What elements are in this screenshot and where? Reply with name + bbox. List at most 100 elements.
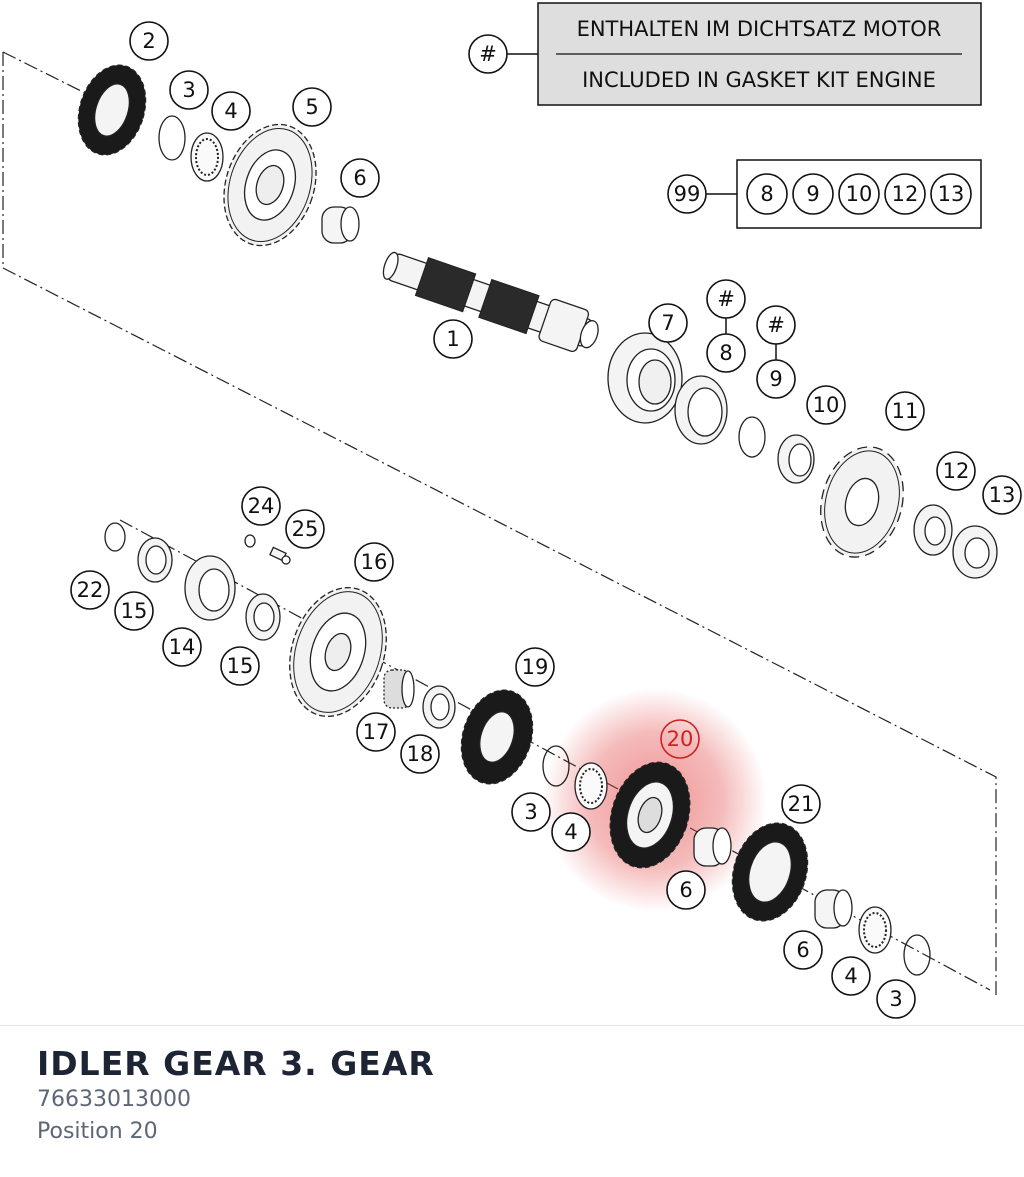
legend-text-en: INCLUDED IN GASKET KIT ENGINE — [582, 68, 936, 92]
svg-text:16: 16 — [361, 550, 388, 574]
part-21-gear[interactable] — [720, 813, 819, 930]
callout-22[interactable]: 22 — [70, 570, 110, 610]
callout-25[interactable]: 25 — [285, 509, 325, 549]
part-15-washer-b[interactable] — [245, 593, 281, 641]
svg-text:3: 3 — [182, 78, 195, 102]
part-25-screw[interactable] — [269, 546, 291, 565]
svg-text:7: 7 — [661, 311, 674, 335]
svg-text:19: 19 — [522, 655, 549, 679]
callout-4[interactable]: 4 — [551, 812, 591, 852]
svg-text:12: 12 — [892, 182, 919, 206]
callout-6[interactable]: 6 — [666, 870, 706, 910]
callout-7[interactable]: 7 — [648, 303, 688, 343]
svg-text:15: 15 — [227, 654, 254, 678]
callout-3[interactable]: 3 — [876, 979, 916, 1019]
svg-text:#: # — [767, 313, 785, 337]
svg-text:13: 13 — [989, 483, 1016, 507]
part-7-ball-bearing[interactable] — [607, 332, 683, 424]
callout-12[interactable]: 12 — [936, 451, 976, 491]
svg-text:10: 10 — [846, 182, 873, 206]
part-1-main-shaft[interactable] — [378, 243, 604, 358]
part-13-collar-nut[interactable] — [952, 525, 998, 579]
svg-text:4: 4 — [564, 820, 577, 844]
callout-9[interactable]: 9 — [756, 359, 796, 399]
callout-8-hash[interactable]: # — [706, 279, 746, 319]
part-12-lock-washer[interactable] — [913, 504, 953, 556]
callout-9-hash[interactable]: # — [756, 305, 796, 345]
svg-text:3: 3 — [889, 987, 902, 1011]
kit-item-callout[interactable]: 12 — [884, 173, 926, 215]
part-8-shaft-seal[interactable] — [674, 375, 728, 445]
callout-8[interactable]: 8 — [706, 333, 746, 373]
part-11-sprocket[interactable] — [809, 438, 915, 567]
callout-21[interactable]: 21 — [781, 784, 821, 824]
svg-text:6: 6 — [679, 878, 692, 902]
callout-6[interactable]: 6 — [340, 158, 380, 198]
part-4-needle-bearing[interactable] — [190, 132, 224, 182]
svg-text:99: 99 — [674, 182, 701, 206]
callout-18[interactable]: 18 — [400, 734, 440, 774]
callout-15[interactable]: 15 — [114, 591, 154, 631]
callout-4[interactable]: 4 — [831, 956, 871, 996]
part-name: IDLER GEAR 3. GEAR — [37, 1044, 435, 1083]
callout-16[interactable]: 16 — [354, 542, 394, 582]
callout-3[interactable]: 3 — [511, 792, 551, 832]
callout-10[interactable]: 10 — [806, 385, 846, 425]
part-6-bushing[interactable] — [321, 206, 360, 244]
callout-13[interactable]: 13 — [982, 475, 1022, 515]
part-2-gear[interactable] — [67, 56, 156, 163]
svg-text:15: 15 — [121, 599, 148, 623]
callout-17[interactable]: 17 — [356, 712, 396, 752]
callout-1[interactable]: 1 — [433, 319, 473, 359]
svg-text:25: 25 — [292, 517, 319, 541]
part-5-gear[interactable] — [209, 112, 331, 257]
part-15-washer-a[interactable] — [137, 537, 173, 583]
legend-text-de: ENTHALTEN IM DICHTSATZ MOTOR — [577, 17, 942, 41]
exploded-view-diagram: # ENTHALTEN IM DICHTSATZ MOTOR INCLUDED … — [2, 2, 1022, 1019]
svg-text:6: 6 — [353, 166, 366, 190]
legend-hash-callout: # — [468, 34, 508, 74]
svg-text:20: 20 — [667, 727, 694, 751]
callout-14[interactable]: 14 — [162, 627, 202, 667]
part-22-circlip[interactable] — [104, 522, 126, 552]
kit-item-callout[interactable]: 10 — [838, 173, 880, 215]
kit-99-legend: 99 8 9 10 12 13 — [667, 159, 982, 229]
callout-19[interactable]: 19 — [515, 647, 555, 687]
part-4-needle-bearing-c[interactable] — [858, 906, 892, 954]
part-16-primary-gear[interactable] — [274, 575, 402, 729]
callout-20-selected[interactable]: 20 — [660, 719, 700, 759]
part-14-bearing[interactable] — [184, 555, 236, 621]
part-3-circlip[interactable] — [158, 115, 186, 161]
kit-item-callout[interactable]: 8 — [746, 173, 788, 215]
callout-5[interactable]: 5 — [292, 87, 332, 127]
callout-3[interactable]: 3 — [169, 70, 209, 110]
part-3-circlip-b[interactable] — [542, 745, 570, 787]
part-6-bushing-b[interactable] — [693, 827, 732, 867]
kit-item-callout[interactable]: 9 — [792, 173, 834, 215]
part-10-spacer[interactable] — [777, 434, 815, 484]
part-6-bushing-c[interactable] — [814, 889, 853, 929]
svg-text:4: 4 — [844, 964, 857, 988]
kit-item-callout[interactable]: 13 — [930, 173, 972, 215]
part-20-idler-gear[interactable] — [597, 752, 703, 878]
svg-text:11: 11 — [892, 399, 919, 423]
svg-text:21: 21 — [788, 792, 815, 816]
callout-6[interactable]: 6 — [783, 930, 823, 970]
svg-text:10: 10 — [813, 393, 840, 417]
part-position: Position 20 — [37, 1119, 158, 1144]
part-4-needle-bearing-b[interactable] — [574, 762, 608, 810]
part-18-thrust-washer[interactable] — [422, 685, 456, 729]
part-19-gear[interactable] — [450, 681, 544, 793]
part-17-needle-bearing[interactable] — [383, 669, 415, 709]
kit-number-callout[interactable]: 99 — [667, 174, 707, 214]
callout-4[interactable]: 4 — [211, 91, 251, 131]
part-9-o-ring[interactable] — [738, 416, 766, 458]
callout-11[interactable]: 11 — [885, 391, 925, 431]
callout-2[interactable]: 2 — [129, 21, 169, 61]
part-3-circlip-c[interactable] — [903, 934, 931, 976]
svg-text:#: # — [479, 42, 497, 66]
part-24-washer[interactable] — [244, 534, 256, 548]
callout-15[interactable]: 15 — [220, 646, 260, 686]
callout-24[interactable]: 24 — [241, 486, 281, 526]
